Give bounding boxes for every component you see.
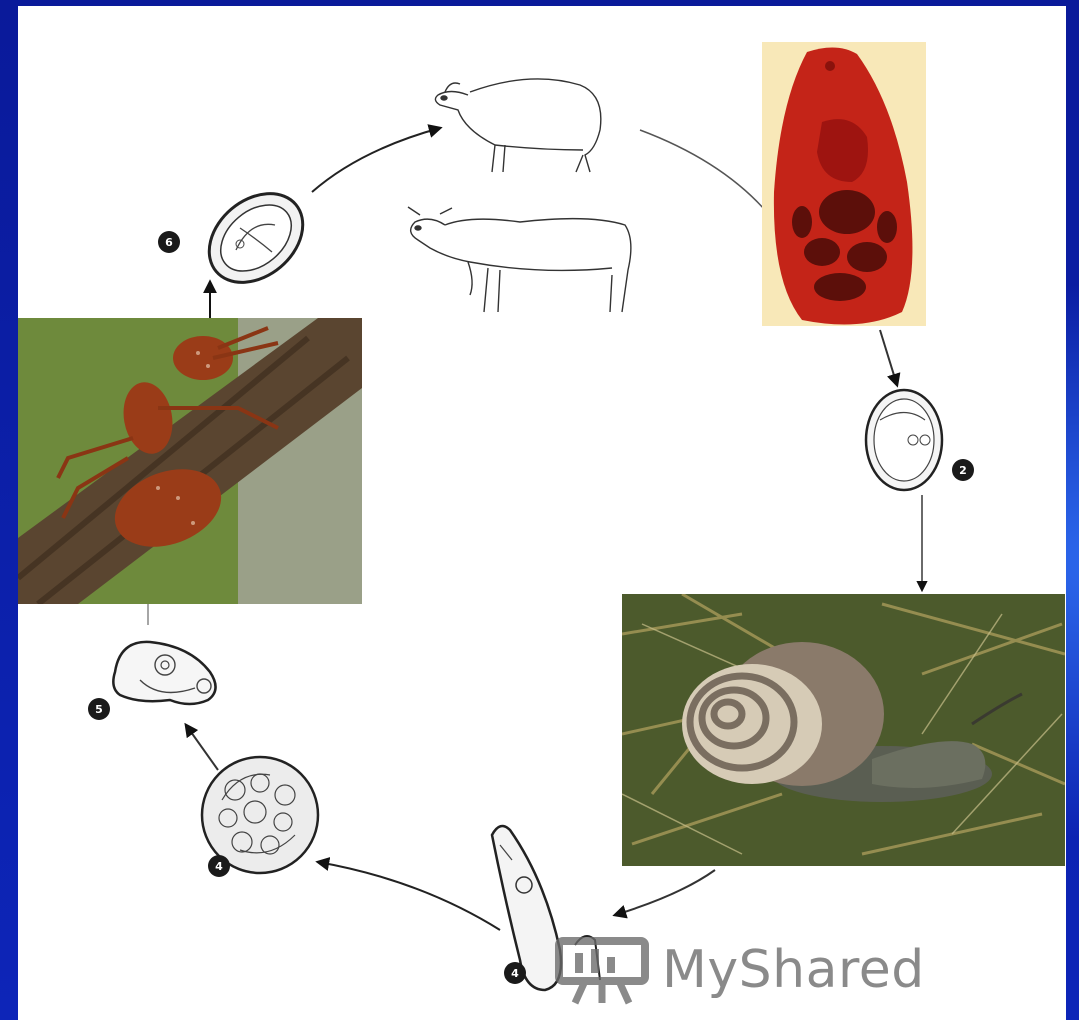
stage-marker-egg-right: 2 [952, 459, 974, 481]
stage-marker-egg-top: 6 [158, 231, 180, 253]
ant-photo [18, 318, 362, 604]
arrow-sheep-to-fluke [640, 130, 765, 210]
stage-marker-slime-ball: 4 [208, 855, 230, 877]
watermark: MyShared [555, 930, 925, 1010]
adult-fluke-photo [762, 42, 926, 326]
stage-marker-cercaria: 5 [88, 698, 110, 720]
arrow-egg-to-sheep [312, 128, 440, 192]
cercaria-drawing [113, 642, 215, 704]
watermark-text: MyShared [662, 940, 925, 1000]
sheep-drawing [435, 79, 600, 172]
arrow-sporocyst-to-slimeball [318, 862, 500, 930]
snail-photo [622, 594, 1065, 866]
arrow-fluke-to-egg [880, 330, 897, 385]
stage-marker-sporocyst: 4 [504, 962, 526, 984]
egg-drawing-right [866, 390, 942, 490]
arrow-slimeball-to-cercaria [186, 725, 218, 770]
presentation-board-icon [555, 935, 650, 1005]
arrow-snail-to-sporocyst [615, 870, 715, 915]
egg-drawing-top [192, 175, 321, 300]
cow-drawing [408, 207, 631, 312]
